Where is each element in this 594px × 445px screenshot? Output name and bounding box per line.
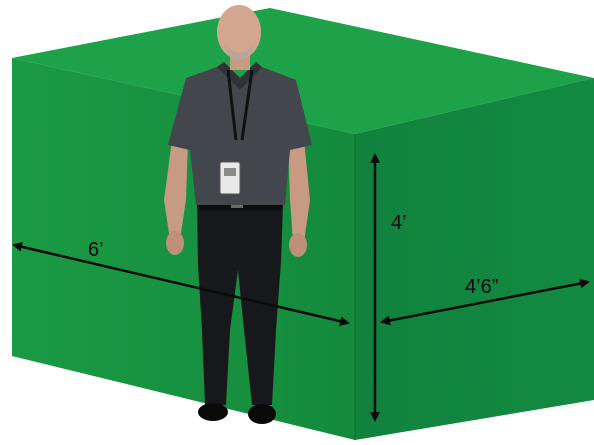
length-label: 6’ [88,239,104,261]
left-arm [164,140,188,240]
person-shirt [168,67,312,205]
left-shoe-icon [198,403,228,421]
height-label: 4’ [391,212,407,234]
person-head [217,5,261,59]
width-label: 4’6” [465,276,498,298]
right-arm [288,140,310,242]
id-badge-icon [219,161,241,195]
shirt-collar [217,62,262,90]
box-top-face [12,8,594,134]
box-side-face [355,78,594,440]
length-arrow [12,241,350,327]
lanyard [226,69,254,141]
right-hand [289,233,307,257]
left-hand [166,231,184,255]
width-arrow [380,278,590,326]
person-beard [224,44,254,60]
right-shoe-icon [248,404,276,424]
